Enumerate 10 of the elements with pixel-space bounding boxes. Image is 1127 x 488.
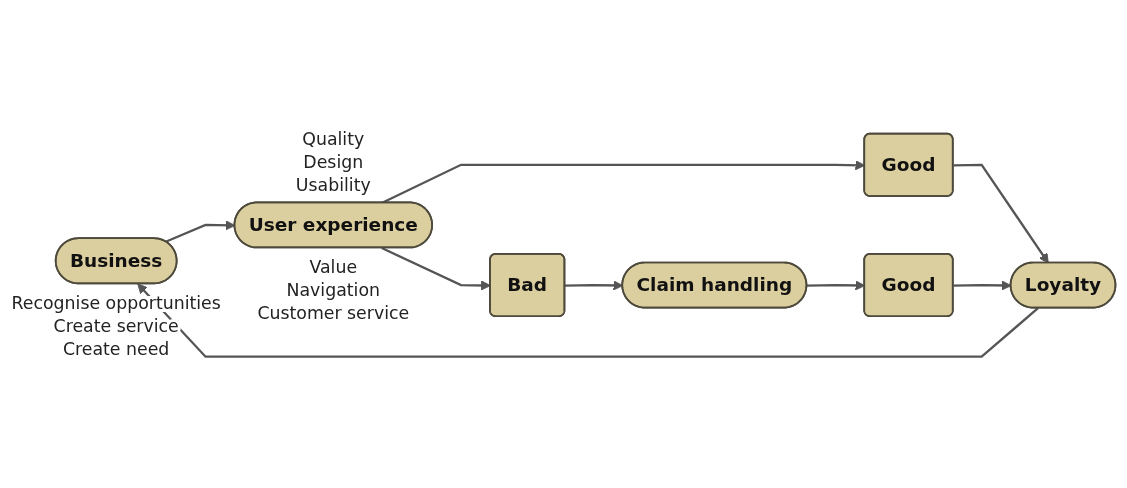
node-caption: Create service — [53, 315, 179, 336]
node-caption: Design — [303, 151, 364, 172]
node-caption: Quality — [302, 128, 365, 149]
node-caption: Navigation — [286, 280, 380, 300]
node-caption: Customer service — [257, 303, 410, 324]
node-caption: Value — [309, 256, 358, 277]
node-caption: Create need — [62, 339, 170, 359]
node-caption: Usability — [295, 174, 371, 195]
arrow — [137, 283, 1039, 358]
arrow — [953, 163, 1049, 264]
